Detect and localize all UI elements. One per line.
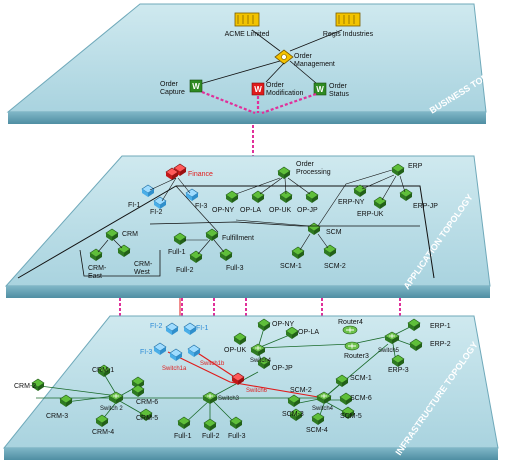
op-label-2: Processing bbox=[296, 169, 331, 176]
regis-icon bbox=[335, 12, 361, 27]
infra-fi3-label: FI-3 bbox=[140, 349, 153, 356]
infra-scm4-label: SCM-4 bbox=[306, 427, 328, 434]
switch6-label: Switch6 bbox=[246, 388, 268, 394]
crm-west-label-1: CRM- bbox=[134, 261, 153, 268]
regis-label: Regis Industries bbox=[323, 31, 374, 38]
infra-opjp-label: OP-JP bbox=[272, 365, 293, 372]
crm-east-label-2: East bbox=[88, 273, 102, 280]
order-management-icon bbox=[274, 49, 294, 65]
scm1-label: SCM-1 bbox=[280, 263, 302, 270]
infra-scm1-label: SCM-1 bbox=[350, 375, 372, 382]
switch4-top-label: Switch4 bbox=[250, 358, 272, 364]
switch3-label: Switch3 bbox=[218, 396, 240, 402]
finance-label: Finance bbox=[188, 171, 213, 178]
erp-links bbox=[317, 169, 406, 227]
order-status-icon: W bbox=[313, 82, 327, 96]
fulfillment-label: Fulfillment bbox=[222, 235, 254, 242]
order-status-label-2: Status bbox=[329, 91, 349, 98]
switch5-label: Switch5 bbox=[378, 348, 400, 354]
switch1a-label: Switch1a bbox=[162, 366, 187, 372]
scm2-label: SCM-2 bbox=[324, 263, 346, 270]
infra-opuk-label: OP-UK bbox=[224, 347, 247, 354]
business-dashed-links bbox=[201, 90, 317, 115]
infra-scm2-label: SCM-2 bbox=[290, 387, 312, 394]
fi1-label: FI-1 bbox=[128, 202, 141, 209]
infra-scm5-label: SCM-5 bbox=[340, 413, 362, 420]
infra-opla-label: OP-LA bbox=[298, 329, 319, 336]
app-outer-outline bbox=[17, 185, 435, 279]
erp-uk-label: ERP-UK bbox=[357, 211, 384, 218]
acme-icon bbox=[234, 12, 260, 27]
infra-crm6-label: CRM-6 bbox=[136, 399, 158, 406]
op-links bbox=[235, 177, 311, 195]
infra-fi1-label: FI-1 bbox=[196, 325, 209, 332]
switch4-label: Switch4 bbox=[312, 406, 334, 412]
acme-label: ACME Limited bbox=[225, 31, 270, 38]
infrastructure-layer: INFRASTRUCTURE TOPOLOGY FI-2 FI-1 FI-3 S… bbox=[2, 315, 499, 460]
op-la-label: OP-LA bbox=[240, 207, 261, 214]
infra-scm6-label: SCM-6 bbox=[350, 395, 372, 402]
infra-crm3-label: CRM-3 bbox=[46, 413, 68, 420]
order-modification-label-2: Modification bbox=[266, 90, 303, 97]
infra-full2-label: Full-2 bbox=[202, 433, 220, 440]
full1-label: Full-1 bbox=[168, 249, 186, 256]
crm-box bbox=[79, 249, 161, 277]
order-management-label-1: Order bbox=[294, 53, 313, 60]
infra-fi2-label: FI-2 bbox=[150, 323, 163, 330]
infra-erp2-label: ERP-2 bbox=[430, 341, 451, 348]
app-inner-line bbox=[149, 221, 420, 227]
full3-label: Full-3 bbox=[226, 265, 244, 272]
business-arrows bbox=[199, 29, 343, 85]
order-modification-icon: W bbox=[251, 82, 265, 96]
router3-label: Router3 bbox=[344, 353, 369, 360]
infra-opny-label: OP-NY bbox=[272, 321, 295, 328]
svg-text:W: W bbox=[192, 82, 200, 91]
infra-full1-label: Full-1 bbox=[174, 433, 192, 440]
infra-crm1-label: CRM-1 bbox=[92, 367, 114, 374]
fi2-label: FI-2 bbox=[150, 209, 163, 216]
router3-icon bbox=[344, 341, 360, 351]
op-uk-label: OP-UK bbox=[269, 207, 292, 214]
full2-label: Full-2 bbox=[176, 267, 194, 274]
infra-crm4-label: CRM-4 bbox=[92, 429, 114, 436]
crm-west-label-2: West bbox=[134, 269, 150, 276]
order-capture-label-1: Order bbox=[160, 81, 179, 88]
order-management-label-2: Management bbox=[294, 61, 335, 68]
switch1b-label: Switch1b bbox=[200, 361, 225, 367]
crm-label: CRM bbox=[122, 231, 138, 238]
erp-ny-label: ERP-NY bbox=[338, 199, 365, 206]
crm-links bbox=[97, 239, 123, 253]
op-jp-label: OP-JP bbox=[297, 207, 318, 214]
crm-east-label-1: CRM- bbox=[88, 265, 107, 272]
svg-text:W: W bbox=[254, 85, 262, 94]
router4-icon bbox=[342, 325, 358, 335]
order-capture-icon: W bbox=[189, 79, 203, 93]
infra-erp3-label: ERP-3 bbox=[388, 367, 409, 374]
business-layer: BUSINESS TOPOLOGY ACME Limited Regis Ind… bbox=[6, 3, 509, 124]
application-layer: APPLICATION TOPOLOGY Finance FI-1 FI-2 F… bbox=[4, 155, 491, 298]
order-modification-label-1: Order bbox=[266, 82, 285, 89]
op-ny-label: OP-NY bbox=[212, 207, 235, 214]
op-label-1: Order bbox=[296, 161, 315, 168]
fulfillment-links bbox=[175, 185, 225, 255]
erp-label: ERP bbox=[408, 163, 423, 170]
erp-jp-label: ERP-JP bbox=[413, 203, 438, 210]
scm-label: SCM bbox=[326, 229, 342, 236]
order-status-label-1: Order bbox=[329, 83, 348, 90]
svg-text:W: W bbox=[316, 85, 324, 94]
router4-label: Router4 bbox=[338, 319, 363, 326]
finance-links bbox=[149, 177, 191, 202]
fi3-label: FI-3 bbox=[195, 203, 208, 210]
infra-crm2-label: CRM-2 bbox=[14, 383, 36, 390]
scm-links bbox=[235, 219, 329, 251]
infra-full3-label: Full-3 bbox=[228, 433, 246, 440]
switch2-label: Switch 2 bbox=[100, 406, 123, 412]
infra-scm3-label: SCM-3 bbox=[282, 411, 304, 418]
infra-erp1-label: ERP-1 bbox=[430, 323, 451, 330]
order-capture-label-2: Capture bbox=[160, 89, 185, 96]
infra-crm5-label: CRM-5 bbox=[136, 415, 158, 422]
